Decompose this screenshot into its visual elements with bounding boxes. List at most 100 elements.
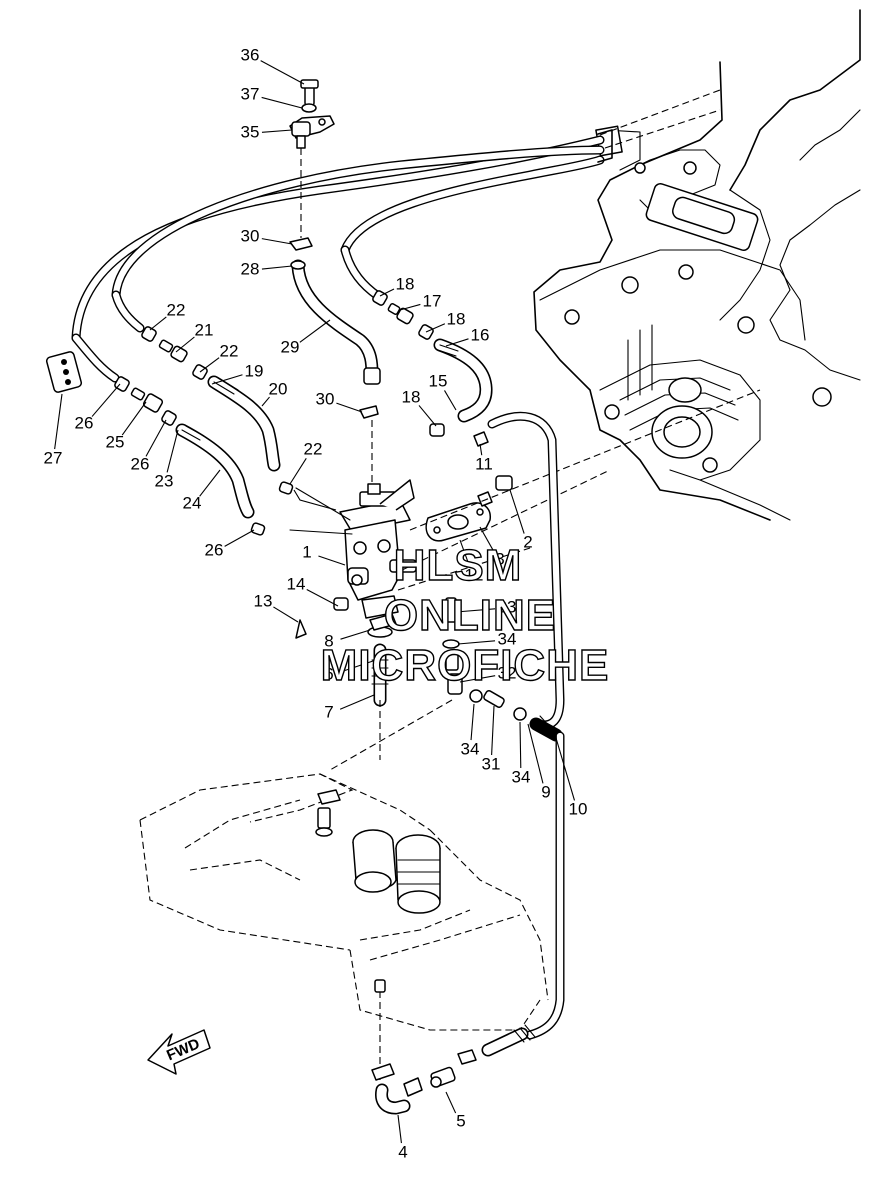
leader-line-34 [470, 703, 475, 741]
leader-line-12 [459, 539, 471, 567]
leader-line-35 [261, 129, 293, 133]
leader-line-34 [457, 640, 496, 645]
part-number-label-33: 33 [498, 597, 517, 616]
part-number-label-20: 20 [269, 379, 288, 398]
part-number-label-35: 35 [241, 122, 260, 141]
leader-line-11 [479, 443, 483, 456]
leader-line-30 [336, 402, 363, 413]
leader-line-4 [397, 1114, 402, 1144]
leader-line-22 [199, 357, 220, 373]
gasket-and-fittings [397, 389, 761, 591]
hose-clip-27 [45, 351, 83, 393]
leader-line-6 [340, 659, 377, 673]
left-fitting-chain-lower [71, 333, 294, 536]
leader-line-26 [91, 383, 121, 417]
part-number-label-25: 25 [106, 432, 125, 451]
part-number-label-29: 29 [281, 337, 300, 356]
part-number-label-18: 18 [396, 274, 415, 293]
leader-line-8 [340, 629, 371, 640]
leader-line-3 [479, 526, 495, 552]
leader-line-27 [54, 393, 63, 450]
leader-line-30 [261, 238, 293, 245]
leader-line-25 [121, 401, 147, 436]
part-number-label-7: 7 [324, 702, 333, 721]
part-number-label-14: 14 [287, 574, 306, 593]
fuel-tank [139, 773, 549, 1080]
leader-line-20 [261, 396, 270, 407]
left-fitting-chain-upper [111, 290, 281, 472]
right-fitting-chain [340, 245, 493, 437]
leader-line-29 [299, 319, 331, 343]
part-number-label-18: 18 [447, 309, 466, 328]
part-number-label-26: 26 [131, 454, 150, 473]
part-number-label-23: 23 [155, 471, 174, 490]
part-number-label-1: 1 [302, 542, 311, 561]
part-number-label-34: 34 [498, 629, 517, 648]
fuel-line-10 [487, 411, 565, 742]
part-number-label-9: 9 [541, 782, 550, 801]
part-number-label-32: 32 [498, 663, 517, 682]
watermark: HLSM ONLINE MICROFICHE [320, 540, 609, 690]
leader-line-15 [444, 390, 457, 411]
leader-line-37 [261, 96, 303, 109]
leader-lines [54, 60, 576, 1144]
top-bracket-assembly [289, 79, 335, 238]
part-number-label-8: 8 [324, 631, 333, 650]
leader-line-18 [379, 288, 395, 297]
part-number-label-30: 30 [241, 226, 260, 245]
part-number-label-26: 26 [205, 540, 224, 559]
part-number-label-10: 10 [569, 799, 588, 818]
part-number-label-24: 24 [183, 493, 202, 512]
lower-hose-7 [295, 597, 397, 760]
part-number-label-13: 13 [254, 591, 273, 610]
fitting-stack-right [329, 597, 527, 771]
part-number-label-34: 34 [512, 767, 531, 786]
leader-line-24 [199, 469, 221, 497]
part-number-label-22: 22 [304, 439, 323, 458]
part-number-label-2: 2 [523, 532, 532, 551]
leader-line-16 [445, 338, 469, 347]
part-number-label-4: 4 [398, 1142, 407, 1161]
leader-line-33 [455, 608, 496, 613]
leader-line-28 [261, 265, 293, 270]
part-number-label-12: 12 [465, 565, 484, 584]
leader-line-22 [149, 316, 167, 331]
leader-line-36 [260, 60, 305, 85]
part-number-label-21: 21 [195, 320, 214, 339]
leader-line-18 [418, 405, 437, 427]
watermark-line-2: ONLINE [384, 591, 556, 640]
part-number-label-17: 17 [423, 291, 442, 310]
leader-line-31 [491, 705, 495, 756]
leader-line-34 [519, 721, 522, 769]
part-number-label-28: 28 [241, 259, 260, 278]
part-labels: 1234567891011121314151617181818192021222… [44, 45, 588, 1161]
leader-line-5 [445, 1091, 457, 1114]
forward-direction-arrow: FWD [147, 1029, 211, 1075]
watermark-line-1: HLSM [394, 541, 523, 590]
part-number-label-16: 16 [471, 325, 490, 344]
engine-return-hoses [71, 89, 721, 343]
part-number-label-22: 22 [220, 341, 239, 360]
leader-line-32 [459, 675, 496, 683]
part-number-label-6: 6 [324, 664, 333, 683]
part-number-label-19: 19 [245, 361, 264, 380]
part-number-label-37: 37 [241, 84, 260, 103]
leader-line-7 [339, 694, 375, 710]
part-number-label-11: 11 [475, 454, 493, 473]
leader-line-14 [306, 588, 339, 607]
part-number-label-26: 26 [75, 413, 94, 432]
fuel-filter-assembly [289, 479, 417, 619]
leader-line-2 [509, 489, 525, 534]
tank-vent-hoses [371, 731, 565, 1115]
leader-line-23 [166, 429, 179, 473]
part-number-label-22: 22 [167, 300, 186, 319]
leader-line-10 [555, 737, 576, 801]
vent-hose-29 [289, 237, 381, 490]
leader-line-1 [318, 555, 346, 566]
part-number-label-15: 15 [429, 371, 448, 390]
leader-line-19 [211, 374, 243, 385]
part-number-label-27: 27 [44, 448, 63, 467]
part-number-label-31: 31 [482, 754, 501, 773]
leader-line-13 [273, 606, 299, 623]
